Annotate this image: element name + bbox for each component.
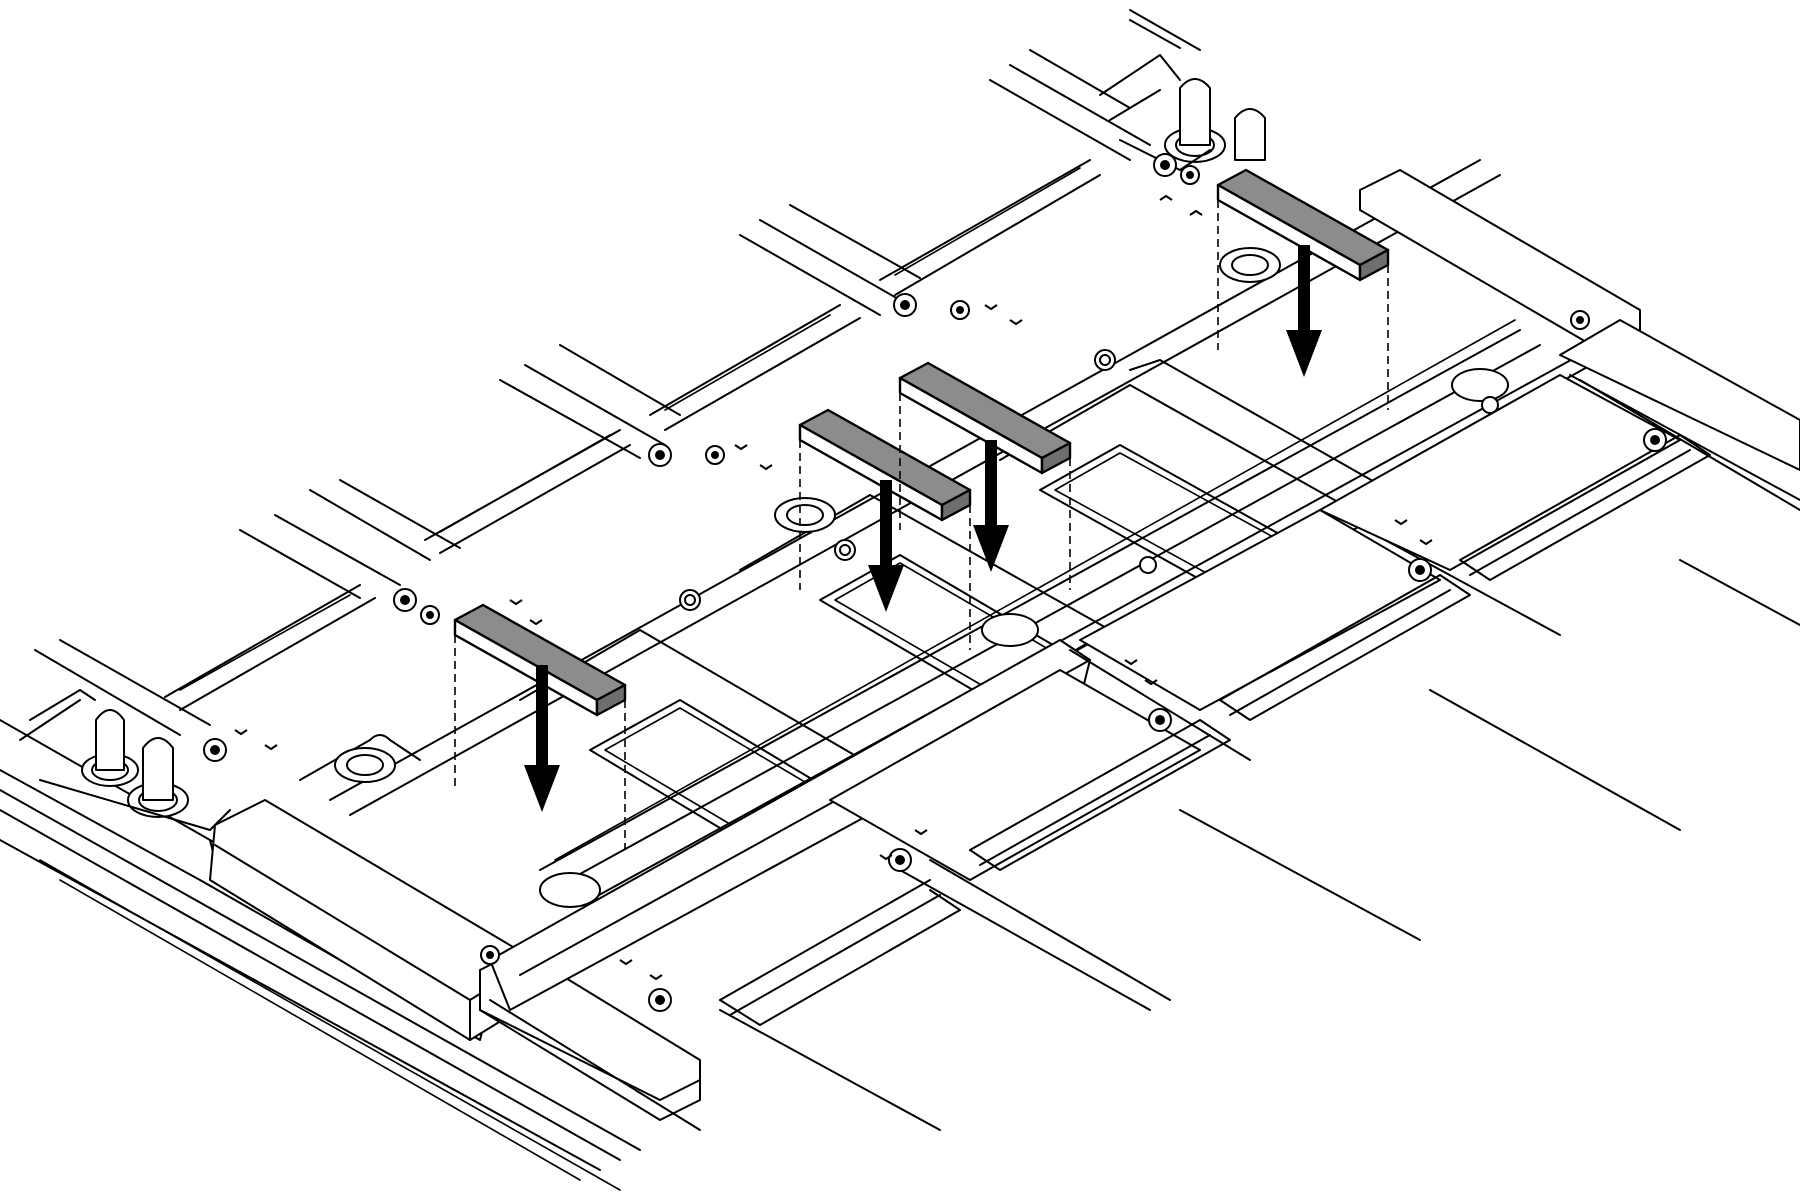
screw-icon (1148, 708, 1172, 732)
thermal-pad-3 (898, 361, 1072, 475)
down-arrow-icon (868, 480, 904, 612)
down-arrow-icon (973, 440, 1009, 572)
screws (203, 153, 1667, 1012)
guide-pins (19, 54, 1266, 831)
thermal-pad-4 (1216, 168, 1390, 282)
thermal-pad-2 (798, 408, 972, 522)
thermal-pad-1 (453, 603, 627, 717)
guide-pin-icon (81, 709, 139, 787)
lower-modules (489, 169, 1800, 1131)
screw-icon (393, 588, 417, 612)
alignment-ticks (234, 194, 1433, 981)
guide-pin-icon (1164, 78, 1226, 163)
screw-icon (203, 738, 227, 762)
screw-icon (420, 605, 440, 625)
screw-icon (648, 988, 672, 1012)
slot-stripes-upper (34, 9, 1201, 736)
down-arrow-icon (524, 665, 560, 812)
install-arrows (524, 245, 1322, 812)
screw-icon (1180, 165, 1200, 185)
screw-icon (1570, 310, 1590, 330)
guide-pin-icon (127, 737, 189, 818)
guide-pin-icon (1234, 108, 1266, 161)
screw-icon (1643, 428, 1667, 452)
screw-icon (648, 443, 672, 467)
placement-guide-lines (454, 200, 1389, 850)
screw-icon (893, 293, 917, 317)
screw-icon (950, 300, 970, 320)
screw-icon (480, 945, 500, 965)
thermal-pads (453, 168, 1390, 717)
screw-icon (1153, 153, 1177, 177)
down-arrow-icon (1286, 245, 1322, 377)
screw-icon (1408, 558, 1432, 582)
screw-icon (888, 848, 912, 872)
screw-icon (705, 445, 725, 465)
